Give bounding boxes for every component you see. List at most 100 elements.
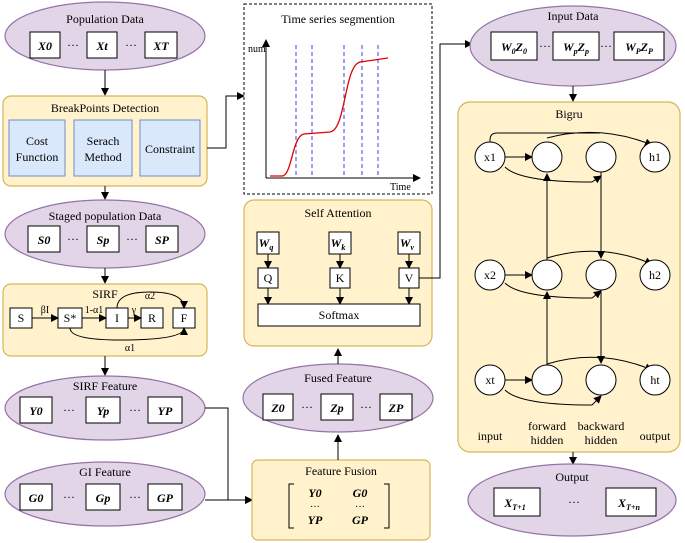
fusion-matrix-g0: G0 [353, 486, 368, 500]
sirf-node-i: I [115, 311, 119, 325]
bigru-output-h1: h1 [649, 150, 661, 164]
bigru-input-x1: x1 [484, 150, 496, 164]
sirf-node-r: R [148, 311, 156, 325]
edge-label-alpha1: α1 [125, 343, 135, 354]
edge-label-beta: βI [41, 305, 49, 316]
sirf-node-f: F [181, 311, 188, 325]
sirf-node-sstar: S* [64, 311, 77, 325]
sirf-feature-item-0: Y0 [29, 404, 42, 418]
bigru-label-forward-2: hidden [531, 433, 564, 447]
qkv-k: K [336, 271, 345, 285]
input-dots-2: ··· [600, 39, 612, 53]
gi-feature-dots-2: ··· [129, 490, 141, 504]
segmentation-title: Time series segmention [281, 12, 395, 26]
cost-function-word2: Function [16, 150, 59, 164]
fusion-matrix-y0: Y0 [308, 486, 321, 500]
staged-item-2: SP [155, 233, 170, 247]
edge-label-gamma: γ [131, 305, 137, 316]
sirf-feature-node: SIRF Feature Y0 ··· Yp ··· YP [4, 375, 206, 441]
gi-feature-item-2: GP [157, 491, 174, 505]
cost-function-word1: Cost [26, 134, 49, 148]
output-dots: ··· [568, 495, 580, 509]
feature-fusion-block: Feature Fusion Y0 G0 ··· ··· YP GP [251, 459, 431, 541]
input-item-1: WpZp [563, 40, 589, 56]
staged-item-1: Sp [97, 233, 110, 247]
segmentation-curve [270, 57, 389, 177]
staged-dots-2: ··· [126, 232, 138, 246]
fused-dots-2: ··· [360, 400, 372, 414]
breakpoint-lines [295, 45, 379, 176]
output-node: Output XT+1 ··· XT+n [467, 463, 677, 537]
bigru-output-h2: h2 [649, 268, 661, 282]
output-title: Output [555, 470, 589, 484]
sirf-feature-dots: ··· [63, 403, 75, 417]
self-attention-block: Self Attention Wq Wk Wv Q K V Softmax [243, 199, 433, 347]
arrow-sirf-feature-to-fusion [205, 407, 253, 504]
qkv-v: V [405, 271, 414, 285]
staged-item-0: S0 [38, 233, 51, 247]
segmentation-ylabel: num [248, 44, 266, 55]
fused-item-1: Zp [329, 401, 343, 415]
fusion-matrix-dots-1: ··· [310, 502, 320, 513]
search-method-word1: Serach [87, 134, 120, 148]
search-method-word2: Method [84, 150, 121, 164]
fusion-matrix-dots-2: ··· [355, 502, 365, 513]
qkv-q: Q [264, 271, 273, 285]
gi-feature-item-0: G0 [29, 491, 44, 505]
bigru-block: Bigru x1 h1 x2 h2 [457, 101, 681, 453]
bigru-row-3: xt ht [474, 356, 671, 406]
input-dots: ··· [539, 39, 551, 53]
bigru-input-xt: xt [485, 373, 495, 387]
input-data-title: Input Data [548, 9, 600, 23]
breakpoints-title: BreakPoints Detection [51, 101, 159, 115]
sirf-feature-item-1: Yp [97, 404, 109, 418]
input-item-0: W0Z0 [501, 40, 527, 56]
fusion-title: Feature Fusion [305, 464, 377, 478]
staged-title: Staged population Data [49, 209, 162, 223]
population-item-0: X0 [37, 39, 52, 53]
sirf-node-s: S [18, 311, 25, 325]
gi-feature-title: GI Feature [79, 465, 131, 479]
sirf-feature-title: SIRF Feature [73, 379, 137, 393]
bigru-output-ht: ht [650, 373, 660, 387]
segmentation-xlabel: Time [390, 182, 411, 193]
bigru-title: Bigru [555, 107, 582, 121]
input-data-node: Input Data W0Z0 ··· WpZp ··· WPZP [469, 5, 677, 87]
fused-feature-node: Fused Feature Z0 ··· Zp ··· ZP [242, 363, 434, 433]
population-data-title: Population Data [66, 12, 144, 26]
population-item-2: XT [152, 39, 169, 53]
arrow-breakpoints-to-segmentation [207, 92, 245, 149]
sirf-feature-dots-2: ··· [129, 403, 141, 417]
sirf-title: SIRF [92, 287, 118, 301]
fused-item-0: Z0 [270, 401, 284, 415]
constraint-box: Constraint [145, 142, 196, 156]
staged-dots: ··· [67, 232, 79, 246]
fusion-matrix-yp: YP [308, 513, 323, 527]
bigru-row-1: x1 h1 [474, 131, 671, 184]
bigru-label-output: output [640, 429, 671, 443]
bigru-input-x2: x2 [484, 268, 496, 282]
population-dots-2: ··· [125, 38, 137, 52]
self-attention-title: Self Attention [305, 206, 372, 220]
sirf-feature-item-2: YP [158, 404, 173, 418]
fusion-matrix-gp: GP [352, 513, 369, 527]
gi-feature-item-1: Gp [96, 491, 111, 505]
bigru-row-2: x2 h2 [474, 250, 671, 299]
arrow-attention-to-input [419, 40, 473, 279]
gi-feature-dots: ··· [63, 490, 75, 504]
sirf-block: SIRF S S* I R F βI 1-α1 γ α2 α1 [2, 283, 208, 357]
gi-feature-node: GI Feature G0 ··· Gp ··· GP [4, 461, 206, 527]
bigru-label-backward-2: hidden [585, 433, 618, 447]
input-item-2: WPZP [625, 40, 653, 56]
time-series-segmentation-panel: Time series segmention num Time [243, 3, 433, 195]
population-item-1: Xt [95, 39, 108, 53]
population-dots: ··· [67, 38, 79, 52]
softmax-box: Softmax [319, 308, 360, 322]
edge-label-alpha2: α2 [145, 291, 155, 302]
fused-item-2: ZP [388, 401, 404, 415]
population-data-node: Population Data X0 ··· Xt ··· XT [4, 1, 206, 71]
staged-population-node: Staged population Data S0 ··· Sp ··· SP [4, 199, 206, 269]
breakpoints-detection-block: BreakPoints Detection Cost Function Sera… [2, 95, 208, 187]
bigru-label-input: input [478, 429, 503, 443]
fused-title: Fused Feature [304, 371, 372, 385]
